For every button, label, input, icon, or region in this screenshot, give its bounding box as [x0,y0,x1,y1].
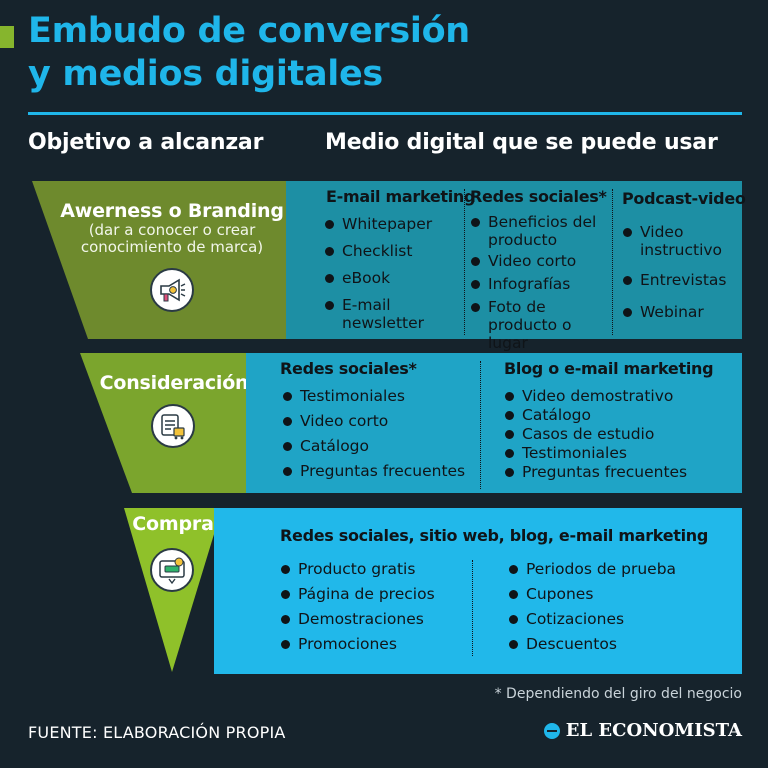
list-item: Testimoniales [502,444,732,462]
awareness-column-list-1: Whitepaper Checklist eBook E-mail newsle… [322,215,462,332]
list-item: Promociones [278,635,478,653]
list-item: Video corto [468,252,618,270]
consideration-column-list-1: Testimoniales Video corto Catálogo Pregu… [280,387,480,480]
list-item: Webinar [620,303,738,321]
brand-mark-icon [543,722,560,739]
source-credit: FUENTE: ELABORACIÓN PROPIA [28,723,286,742]
list-item: Video instructivo [620,223,722,259]
megaphone-icon [150,268,194,312]
awareness-column-title-3: Podcast-video [622,189,746,208]
consideration-column-title-1: Redes sociales* [280,359,417,378]
stage-consideration-media-box: Redes sociales* Testimoniales Video cort… [246,353,742,493]
purchase-divider [472,560,473,656]
list-item: Catálogo [502,406,732,424]
list-item: Página de precios [278,585,478,603]
page-title: Embudo de conversión y medios digitales [28,10,470,96]
list-item: Beneficios del producto [468,213,618,249]
consideration-column-title-2: Blog o e-mail marketing [504,359,714,378]
stage-awareness-media-box: E-mail marketing Whitepaper Checklist eB… [286,181,746,352]
stage-consideration-name: Consideración [99,372,249,394]
brand-name: EL ECONOMISTA [565,720,742,741]
list-item: Whitepaper [322,215,462,233]
footnote: * Dependiendo del giro del negocio [494,686,742,702]
stage-purchase-label: Compra [124,513,222,535]
consideration-column-list-2: Video demostrativo Catálogo Casos de est… [502,387,732,481]
purchase-column-list-2: Periodos de prueba Cupones Cotizaciones … [506,560,726,653]
title-line-2: y medios digitales [28,54,383,94]
list-item: Video corto [280,412,480,430]
list-item: eBook [322,269,462,287]
list-item: Video demostrativo [502,387,732,405]
awareness-divider-2 [612,189,613,335]
awareness-column-title-2: Redes sociales* [470,187,607,206]
checklist-cart-icon [151,404,195,448]
stage-awareness-label: Awerness o Branding (dar a conocer o cre… [52,200,292,256]
list-item: Infografías [468,275,618,293]
awareness-column-list-2: Beneficios del producto Video corto Info… [468,213,618,352]
list-item: Preguntas frecuentes [280,462,480,480]
awareness-column-title-1: E-mail marketing [326,187,476,206]
title-line-1: Embudo de conversión [28,11,470,51]
purchase-heading: Redes sociales, sitio web, blog, e-mail … [280,526,709,545]
list-item: Preguntas frecuentes [502,463,732,481]
list-item: Foto de producto o lugar [468,298,608,352]
payment-icon [150,548,194,592]
stage-awareness-sub-2: conocimiento de marca) [80,238,264,256]
stage-awareness-sub-1: (dar a conocer o crear [88,221,256,239]
brand-logo: EL ECONOMISTA [543,720,742,741]
list-item: E-mail newsletter [322,296,432,332]
stage-awareness-name: Awerness o Branding [60,200,284,222]
list-item: Checklist [322,242,462,260]
list-item: Cotizaciones [506,610,726,628]
list-item: Entrevistas [620,271,738,289]
awareness-column-list-3: Video instructivo Entrevistas Webinar [620,223,738,321]
list-item: Descuentos [506,635,726,653]
list-item: Casos de estudio [502,425,732,443]
accent-bar [0,26,14,48]
column-header-medium: Medio digital que se puede usar [325,130,718,155]
stage-consideration-label: Consideración [90,372,258,394]
list-item: Demostraciones [278,610,478,628]
list-item: Cupones [506,585,726,603]
awareness-divider-1 [464,189,465,335]
stage-purchase-media-box: Redes sociales, sitio web, blog, e-mail … [214,508,742,674]
list-item: Testimoniales [280,387,480,405]
list-item: Producto gratis [278,560,478,578]
stage-purchase-name: Compra [132,513,214,535]
list-item: Periodos de prueba [506,560,726,578]
list-item: Catálogo [280,437,480,455]
title-rule [28,112,742,115]
column-header-objective: Objetivo a alcanzar [28,130,264,155]
purchase-column-list-1: Producto gratis Página de precios Demost… [278,560,478,653]
consideration-divider [480,361,481,489]
